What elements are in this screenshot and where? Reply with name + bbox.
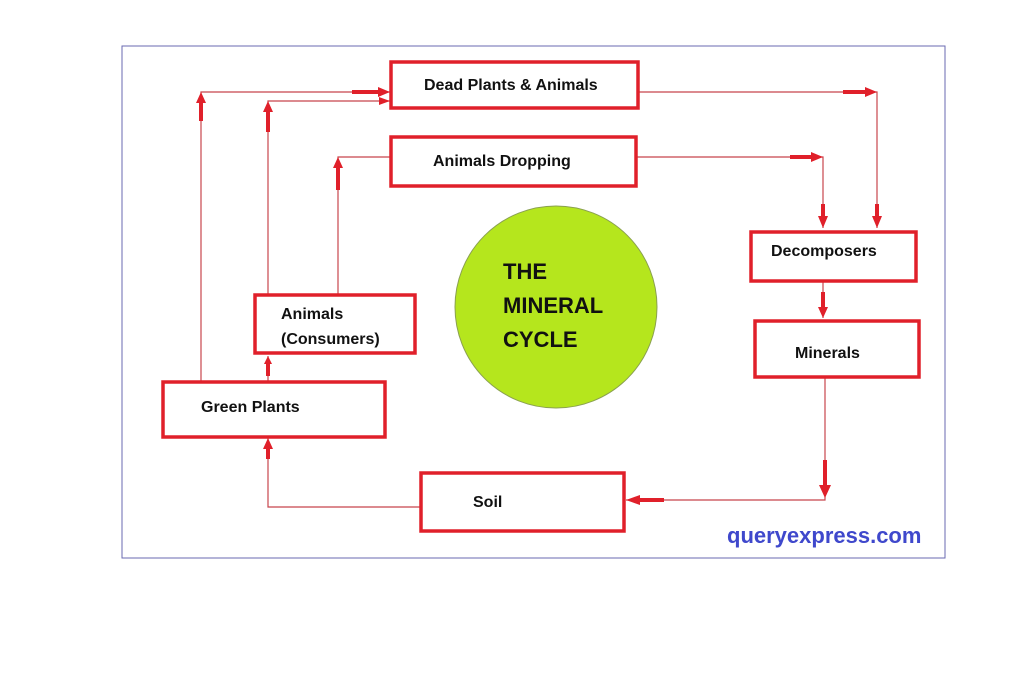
arrow-shaft (640, 498, 664, 502)
arrow-up-icon (264, 356, 272, 364)
center-title-line2: MINERAL (503, 293, 603, 318)
center-circle (454, 205, 658, 409)
arrow-shaft (823, 460, 827, 485)
node-soil: Soil (419, 471, 626, 533)
node-decomposers: Decomposers (749, 230, 918, 283)
node-label-line1: Animals (281, 306, 343, 323)
arrow-down-icon (819, 485, 831, 498)
arrow-left-icon (626, 495, 640, 505)
arrow-shaft (352, 90, 378, 94)
arrow-shaft (875, 204, 879, 216)
node-box (749, 230, 918, 283)
arrow-shaft (821, 292, 825, 307)
node-box (253, 293, 417, 355)
node-animals-dropping: Animals Dropping (389, 135, 638, 188)
arrow-up-icon (263, 101, 273, 112)
arrow-shaft (199, 103, 203, 121)
node-label: Minerals (795, 345, 860, 362)
node-label: Decomposers (771, 243, 877, 260)
node-label: Green Plants (201, 399, 300, 416)
node-box (161, 380, 387, 439)
node-dead-plants-animals: Dead Plants & Animals (389, 60, 640, 110)
connector-minerals-to-soil (626, 378, 826, 501)
arrow-shaft (821, 204, 825, 216)
node-green-plants: Green Plants (161, 380, 387, 439)
node-label: Dead Plants & Animals (424, 77, 598, 94)
arrow-up-icon (333, 157, 343, 168)
arrow-up-icon (263, 438, 273, 449)
center-title-line1: THE (503, 259, 547, 284)
arrow-down-icon (872, 216, 882, 228)
arrow-right-icon (378, 87, 390, 97)
node-box (389, 135, 638, 188)
node-box (419, 471, 626, 533)
arrow-right-icon (379, 97, 390, 105)
arrow-right-icon (865, 87, 877, 97)
node-label: Animals Dropping (433, 153, 571, 170)
arrow-shaft (266, 449, 270, 459)
arrowheads (196, 87, 882, 505)
arrow-up-icon (196, 92, 206, 103)
arrow-shaft (336, 168, 340, 190)
arrow-right-icon (811, 152, 823, 162)
arrow-shaft (266, 112, 270, 132)
arrow-shaft (790, 155, 811, 159)
arrow-down-icon (818, 216, 828, 228)
arrow-shaft (843, 90, 865, 94)
arrow-shaft (266, 364, 270, 376)
arrow-down-icon (818, 307, 828, 318)
node-animals-consumers: Animals (Consumers) (253, 293, 417, 355)
watermark-text: queryexpress.com (727, 523, 921, 548)
node-box (753, 319, 921, 379)
connector-soil-to-green-plants (267, 438, 420, 508)
center-title-line3: CYCLE (503, 327, 578, 352)
node-label-line2: (Consumers) (281, 331, 380, 348)
node-label: Soil (473, 494, 502, 511)
node-minerals: Minerals (753, 319, 921, 379)
node-box (389, 60, 640, 110)
